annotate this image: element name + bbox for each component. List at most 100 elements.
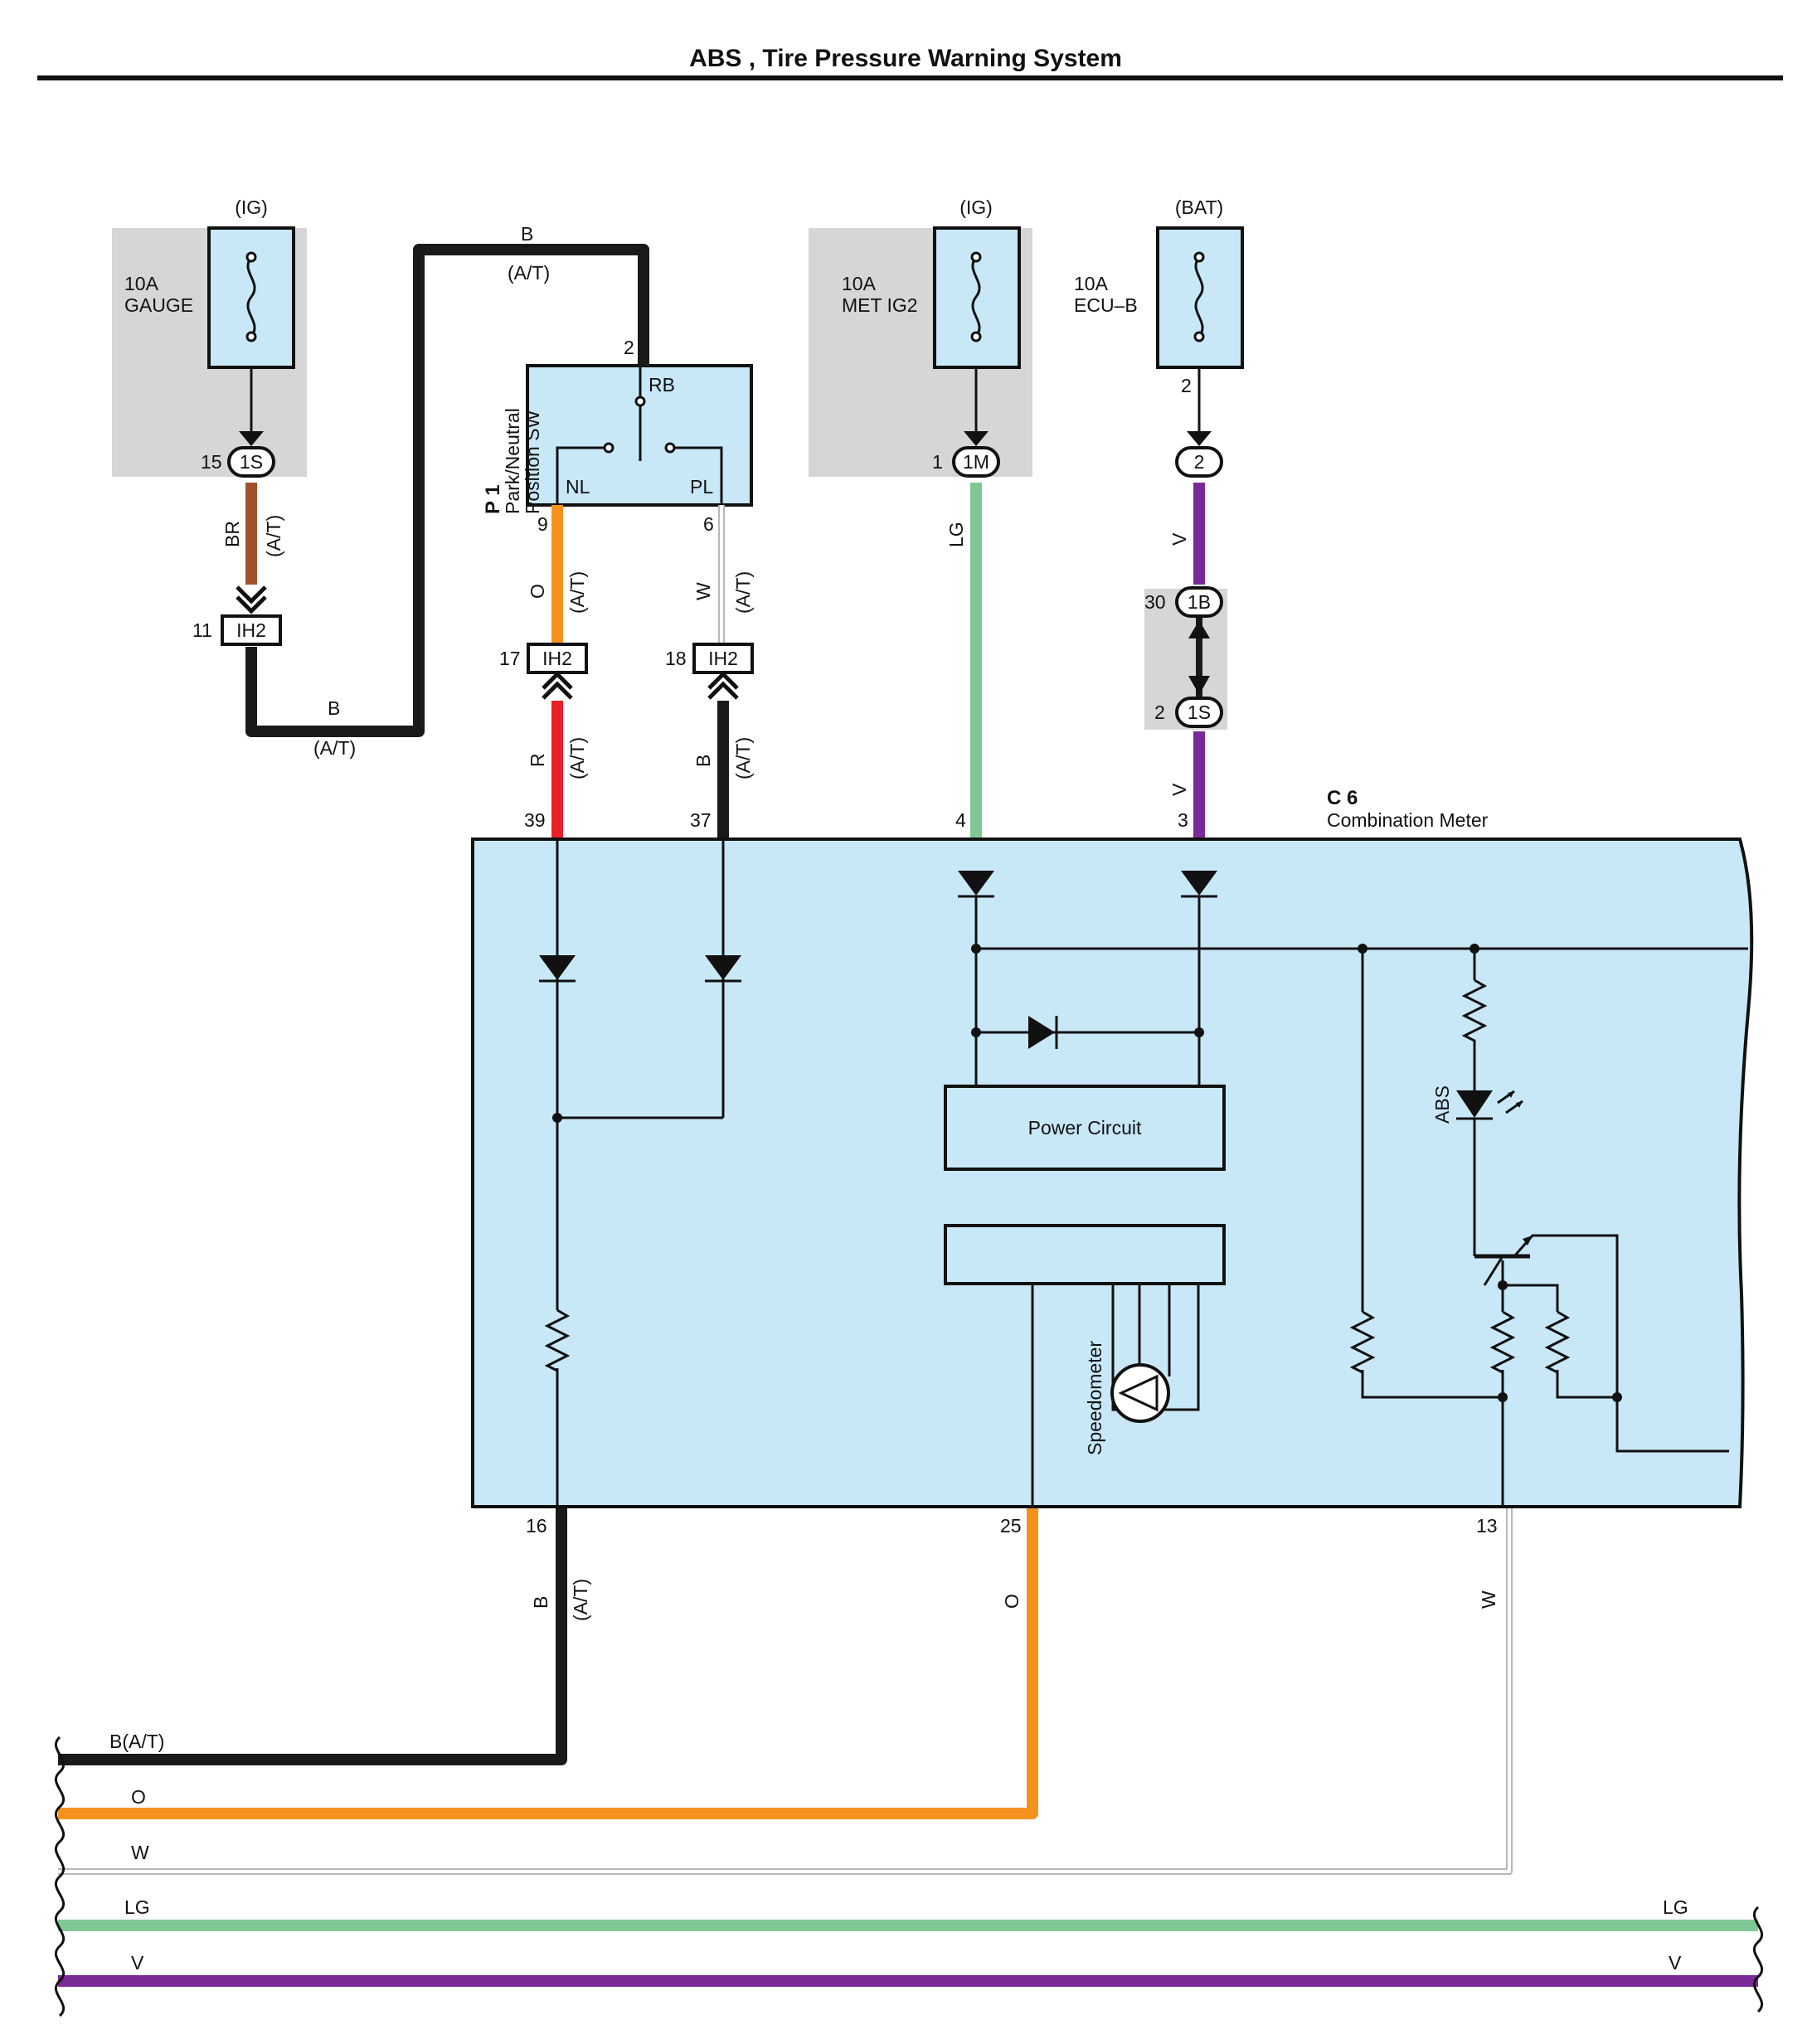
fuse-met-ig2: (IG) 10A MET IG2 [842, 197, 1021, 369]
resistor-icon [1461, 978, 1488, 1090]
fuse-gauge: (IG) 10A GAUGE [124, 197, 295, 369]
meter-pin-25: 25 [1000, 1515, 1022, 1537]
arrow-up-icon [1188, 620, 1210, 638]
connector-1s-2: 1S 2 [1154, 676, 1223, 728]
bus-label-o: O [131, 1786, 146, 1808]
svg-text:BR: BR [221, 521, 243, 547]
switch-rb-label: RB [649, 374, 675, 396]
meter-code: C 6 [1327, 787, 1358, 809]
resistor-icon [1349, 1310, 1376, 1374]
connector-ih2-17: IH2 17 [499, 643, 588, 700]
meter-name: Combination Meter [1327, 809, 1489, 831]
svg-text:1: 1 [932, 451, 943, 473]
svg-text:B: B [530, 1596, 551, 1609]
double-chevron-down-icon [236, 585, 267, 614]
svg-text:(A/T): (A/T) [508, 262, 550, 284]
fuse-met-ig2-rating: 10A [842, 273, 877, 294]
fuse-ecu-b-name: ECU–B [1074, 294, 1138, 316]
resistor-icon [544, 1308, 571, 1372]
fuse-gauge-name: GAUGE [124, 294, 193, 316]
fuse-met-ig2-name: MET IG2 [842, 294, 918, 316]
arrow-down-icon [239, 431, 264, 446]
meter-pin-39: 39 [524, 809, 546, 831]
switch-pin6: 6 [703, 513, 714, 535]
led-icon [1456, 1090, 1493, 1118]
svg-text:15: 15 [201, 451, 222, 473]
svg-text:30: 30 [1144, 591, 1166, 613]
meter-pin-37: 37 [690, 809, 712, 831]
resistor-icon [1544, 1310, 1571, 1374]
meter-pin-4: 4 [955, 809, 966, 831]
svg-text:W: W [692, 582, 714, 600]
switch-name-line2: Position SW [522, 410, 543, 514]
svg-text:W: W [1478, 1590, 1499, 1609]
wires [58, 244, 1758, 1987]
svg-text:(A/T): (A/T) [732, 737, 754, 779]
speedometer-label: Speedometer [1084, 1341, 1105, 1455]
svg-text:18: 18 [665, 648, 687, 669]
svg-text:V: V [1168, 532, 1190, 546]
arrow-down-icon [1188, 676, 1210, 695]
diode-icon [1028, 1016, 1055, 1049]
fuse-gauge-element-icon [246, 256, 256, 337]
connector-1b-30: 1B 30 [1144, 586, 1223, 638]
page-title: ABS , Tire Pressure Warning System [689, 45, 1122, 72]
harness-bus: B(A/T) O W LG V LG V [54, 1731, 1764, 2017]
switch-code: P 1 [482, 484, 504, 514]
resistor-icon [1489, 1310, 1516, 1374]
svg-text:(A/T): (A/T) [732, 571, 754, 614]
svg-text:IH2: IH2 [236, 619, 266, 641]
meter-pin-16: 16 [526, 1515, 547, 1537]
double-chevron-up-icon [707, 671, 739, 700]
bus-label-v-right: V [1669, 1952, 1682, 1974]
svg-text:R: R [527, 753, 548, 767]
arrow-down-icon [1187, 431, 1212, 446]
ecu-b-pin: 2 [1181, 375, 1192, 396]
svg-text:B: B [328, 697, 340, 719]
double-chevron-up-icon [542, 671, 573, 700]
fuse-ecu-b: (BAT) 10A ECU–B [1074, 197, 1244, 369]
svg-text:11: 11 [192, 619, 212, 641]
connector-2: 2 [1175, 431, 1223, 478]
bus-label-v: V [131, 1952, 144, 1974]
fuse-met-ig2-element-icon [971, 256, 981, 337]
bus-label-lg-right: LG [1663, 1896, 1688, 1918]
svg-text:O: O [1001, 1594, 1023, 1609]
diode-icon [539, 955, 576, 980]
svg-text:(A/T): (A/T) [566, 571, 588, 614]
svg-text:IH2: IH2 [542, 648, 572, 669]
park-neutral-position-switch: 2 RB NL PL P 1 Park/Neutral Position SW … [482, 337, 753, 535]
svg-text:B: B [692, 755, 714, 767]
switch-pin-top: 2 [624, 337, 634, 358]
svg-text:1S: 1S [240, 451, 263, 473]
svg-text:(A/T): (A/T) [570, 1579, 591, 1621]
wire-labels: BR (A/T) B (A/T) B (A/T) O (A/T) W (A/T)… [221, 223, 1499, 1621]
fuse-ecu-b-rating: 10A [1074, 273, 1109, 294]
diode-icon [1181, 871, 1217, 896]
fuse-gauge-supply: (IG) [235, 197, 268, 218]
arrow-down-icon [964, 431, 989, 446]
svg-text:(A/T): (A/T) [263, 515, 284, 557]
power-circuit-label: Power Circuit [1028, 1117, 1142, 1139]
break-mark-left-icon [54, 1736, 66, 2017]
connector-1m-1: 1M 1 [932, 431, 1000, 478]
svg-text:17: 17 [499, 648, 521, 669]
fuse-ecu-b-element-icon [1194, 256, 1204, 337]
abs-indicator-label: ABS [1431, 1085, 1453, 1124]
switch-pl-label: PL [690, 476, 713, 498]
svg-text:(A/T): (A/T) [566, 737, 588, 779]
bus-label-b-at: B(A/T) [109, 1731, 164, 1752]
svg-text:B: B [521, 223, 533, 245]
combination-meter: C 6 Combination Meter 39 37 4 3 16 25 13 [471, 787, 1754, 1537]
fuse-ecu-b-supply: (BAT) [1175, 197, 1223, 218]
diode-icon [958, 871, 994, 896]
bus-label-w: W [131, 1842, 149, 1863]
bus-label-lg: LG [124, 1896, 150, 1918]
fuse-gauge-rating: 10A [124, 273, 159, 294]
svg-text:1S: 1S [1188, 702, 1211, 723]
svg-text:LG: LG [945, 522, 967, 547]
connector-ih2-18: IH2 18 [665, 643, 754, 700]
meter-pin-3: 3 [1178, 809, 1188, 831]
svg-text:1B: 1B [1188, 591, 1211, 613]
